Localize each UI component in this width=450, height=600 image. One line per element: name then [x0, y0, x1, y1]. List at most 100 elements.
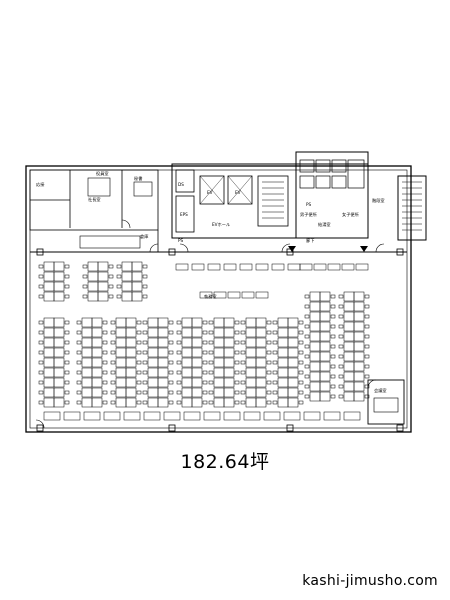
label-president: 社長室: [88, 196, 101, 203]
desk: [43, 387, 55, 398]
desk: [191, 377, 203, 388]
desk: [353, 391, 365, 402]
label-ps-left: PS: [178, 238, 184, 243]
desk: [299, 263, 313, 271]
desk: [255, 397, 267, 408]
chair: [202, 380, 208, 385]
desk: [191, 347, 203, 358]
desk: [213, 291, 227, 299]
chair: [234, 380, 240, 385]
desk: [157, 317, 169, 328]
floor-plan-drawing: 応接 社長室 役員室 秘書 倉庫 PS DS EV EV EPS EVホール P…: [25, 151, 427, 433]
chair: [364, 344, 370, 349]
label-reception: 応接: [36, 181, 45, 188]
desk: [277, 337, 289, 348]
desk: [91, 377, 103, 388]
desk: [203, 411, 221, 421]
site-url: kashi-jimusho.com: [302, 573, 438, 589]
desk: [97, 271, 109, 282]
structural-column: [168, 248, 176, 256]
desk: [341, 263, 355, 271]
desk: [353, 371, 365, 382]
chair: [338, 324, 344, 329]
chair: [102, 390, 108, 395]
chair: [234, 360, 240, 365]
chair: [38, 320, 44, 325]
outer-wall: [25, 165, 412, 433]
chair: [142, 360, 148, 365]
desk: [43, 377, 55, 388]
chair: [234, 320, 240, 325]
chair: [102, 320, 108, 325]
desk: [319, 391, 331, 402]
chair: [266, 330, 272, 335]
desk: [309, 371, 321, 382]
desk: [255, 337, 267, 348]
desk: [245, 377, 257, 388]
desk: [191, 387, 203, 398]
chair: [364, 334, 370, 339]
chair: [330, 374, 336, 379]
desk: [255, 377, 267, 388]
desk: [81, 357, 93, 368]
desk: [97, 281, 109, 292]
chair: [208, 400, 214, 405]
chair: [364, 374, 370, 379]
desk: [213, 367, 225, 378]
desk: [87, 271, 99, 282]
chair: [38, 294, 44, 299]
chair: [208, 350, 214, 355]
chair: [208, 370, 214, 375]
chair: [168, 370, 174, 375]
desk: [255, 291, 269, 299]
desk: [103, 411, 121, 421]
desk: [245, 397, 257, 408]
chair: [234, 330, 240, 335]
chair: [298, 390, 304, 395]
desk: [309, 341, 321, 352]
desk: [223, 367, 235, 378]
chair: [76, 350, 82, 355]
desk: [319, 351, 331, 362]
chair: [266, 400, 272, 405]
chair: [142, 274, 148, 279]
chair: [304, 304, 310, 309]
chair: [208, 340, 214, 345]
desk: [353, 341, 365, 352]
chair: [110, 380, 116, 385]
chair: [202, 360, 208, 365]
chair: [142, 330, 148, 335]
desk: [53, 327, 65, 338]
desk: [245, 327, 257, 338]
desk: [223, 397, 235, 408]
desk: [319, 311, 331, 322]
desk: [213, 337, 225, 348]
chair: [136, 330, 142, 335]
desk: [53, 387, 65, 398]
chair: [168, 340, 174, 345]
desk: [121, 261, 133, 272]
desk: [115, 317, 127, 328]
desk: [115, 397, 127, 408]
desk: [63, 411, 81, 421]
chair: [338, 364, 344, 369]
chair: [168, 350, 174, 355]
desk: [125, 357, 137, 368]
chair: [136, 370, 142, 375]
desk: [53, 317, 65, 328]
chair: [142, 370, 148, 375]
chair: [272, 380, 278, 385]
chair: [176, 340, 182, 345]
chair: [330, 384, 336, 389]
desk: [131, 291, 143, 302]
desk: [81, 397, 93, 408]
chair: [64, 274, 70, 279]
chair: [76, 400, 82, 405]
desk: [245, 367, 257, 378]
desk: [115, 327, 127, 338]
chair: [330, 354, 336, 359]
chair: [102, 350, 108, 355]
desk: [91, 347, 103, 358]
desk: [97, 261, 109, 272]
desk: [355, 263, 369, 271]
